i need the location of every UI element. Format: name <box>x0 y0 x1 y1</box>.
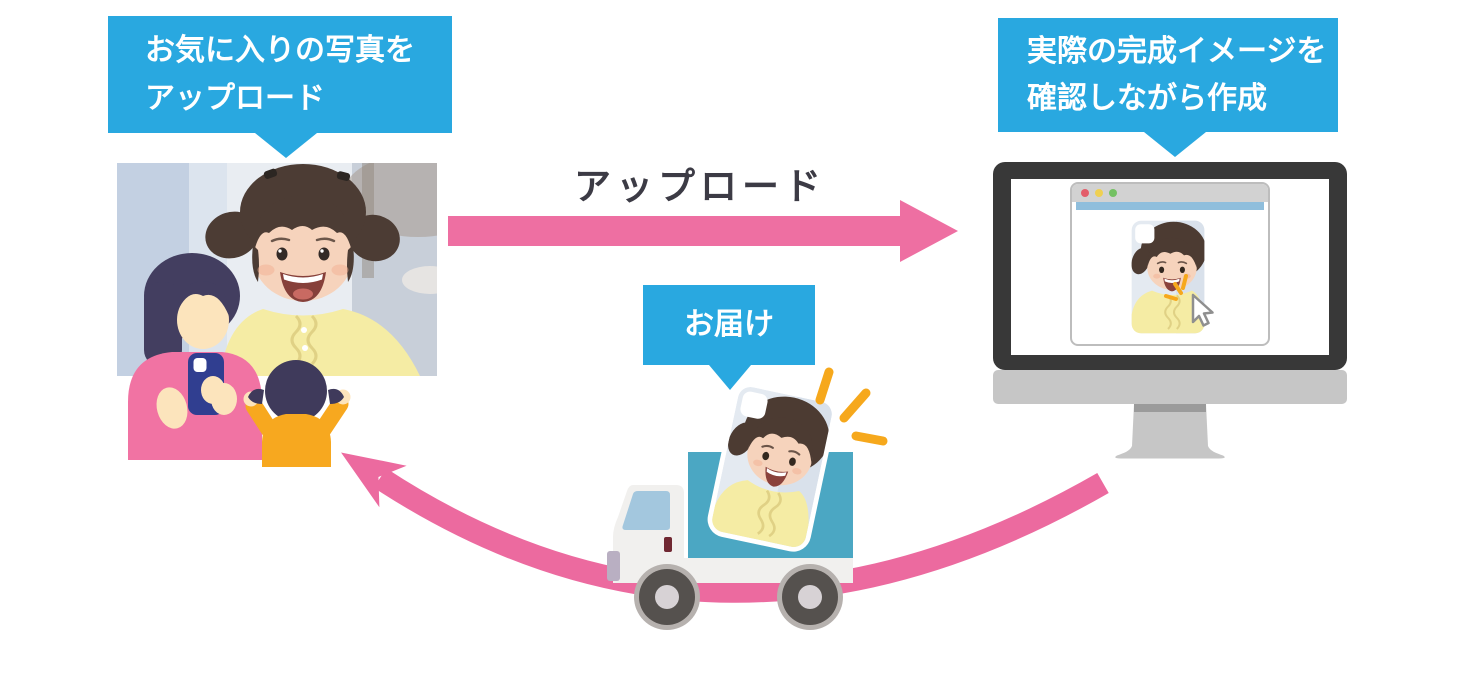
browser-titlebar <box>1072 184 1268 202</box>
arrow-cursor-icon <box>1164 274 1214 327</box>
window-close-dot-icon <box>1081 189 1089 197</box>
callout-upload-line1: お気に入りの写真を <box>145 34 415 67</box>
click-sparkle-icon <box>1164 274 1188 301</box>
delivery-truck <box>607 367 888 630</box>
callout-delivery: お届け <box>643 285 815 390</box>
truck-window <box>622 491 670 530</box>
boy-figure <box>243 360 351 467</box>
monitor-neck <box>1132 404 1208 446</box>
callout-preview-line1: 実際の完成イメージを <box>1027 35 1327 68</box>
monitor-foot <box>1115 446 1225 459</box>
browser-addressbar <box>1076 202 1264 210</box>
callout-delivery-pointer <box>709 365 751 390</box>
truck-bumper <box>607 551 620 581</box>
window-zoom-dot-icon <box>1109 189 1117 197</box>
callout-upload-pointer <box>255 133 317 158</box>
window-minimize-dot-icon <box>1095 189 1103 197</box>
upload-arrow <box>448 200 958 262</box>
truck-door-handle <box>664 537 672 552</box>
callout-preview-line2: 確認しながら作成 <box>1027 82 1267 115</box>
callout-upload-line2: アップロード <box>145 82 325 115</box>
sparkle-icon <box>815 367 888 446</box>
callout-upload: お気に入りの写真を アップロード <box>108 16 452 158</box>
callout-preview-pointer <box>1144 132 1206 157</box>
monitor-chin <box>993 370 1347 404</box>
callout-preview: 実際の完成イメージを 確認しながら作成 <box>998 18 1338 157</box>
callout-delivery-label: お届け <box>684 308 774 341</box>
child-photo <box>117 163 437 376</box>
original-photo-figure <box>117 163 437 467</box>
upload-arrow-label: アップロード <box>574 167 826 208</box>
mother-figure <box>128 253 262 460</box>
truck-wheel-rear <box>782 569 838 625</box>
truck-wheel-front <box>639 569 695 625</box>
